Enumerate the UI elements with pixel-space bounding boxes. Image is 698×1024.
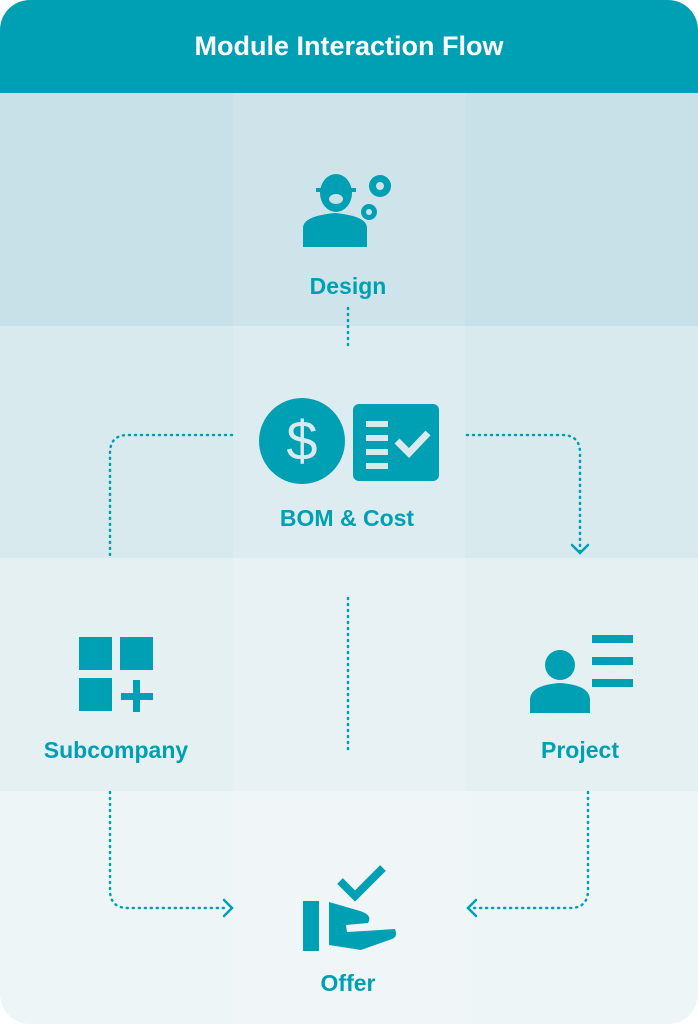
column-band <box>233 791 465 1024</box>
row-4 <box>0 791 698 1024</box>
row-1 <box>0 93 698 326</box>
arrowhead-icon <box>222 898 234 918</box>
node-design-label: Design <box>309 273 387 299</box>
row-2 <box>0 326 698 559</box>
node-offer-label: Offer <box>320 970 376 996</box>
column-band <box>233 558 465 791</box>
svg-text:$: $ <box>286 409 317 472</box>
arrowhead-icon <box>466 898 478 918</box>
arrowhead-icon <box>570 543 590 555</box>
hand-check-icon <box>303 865 396 951</box>
connector-project-offer <box>468 790 590 910</box>
header-title: Module Interaction Flow <box>0 0 698 93</box>
node-subcompany-label: Subcompany <box>43 737 189 763</box>
grid-add-icon <box>79 637 153 712</box>
connector-subcompany-offer <box>108 790 230 910</box>
dollar-icon <box>259 398 345 484</box>
person-list-icon <box>530 635 633 713</box>
row-3 <box>0 558 698 791</box>
connector-bom-project <box>465 433 582 554</box>
node-project-label: Project <box>541 737 619 763</box>
node-bom-cost-label: BOM & Cost <box>279 505 415 531</box>
connector-bom-subcompany <box>108 433 234 560</box>
column-band <box>233 93 465 326</box>
